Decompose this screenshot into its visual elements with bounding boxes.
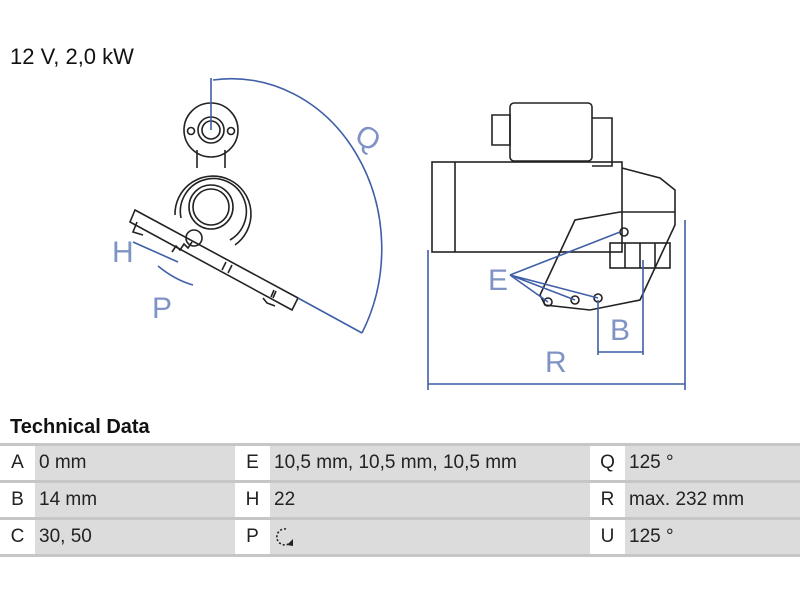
key: Q (590, 443, 625, 482)
key: H (235, 480, 270, 519)
table-row: A 0 mm E 10,5 mm, 10,5 mm, 10,5 mm Q 125… (0, 443, 800, 482)
table-row: C 30, 50 P U 125 ° (0, 517, 800, 557)
technical-data-heading: Technical Data (10, 416, 150, 438)
key: A (0, 443, 35, 482)
key: R (590, 480, 625, 519)
value: 0 mm (35, 443, 235, 482)
value: 30, 50 (35, 517, 235, 557)
label-b: B (610, 314, 630, 347)
value: 125 ° (625, 443, 800, 482)
key: C (0, 517, 35, 557)
value: 10,5 mm, 10,5 mm, 10,5 mm (270, 443, 590, 482)
value: max. 232 mm (625, 480, 800, 519)
value: 22 (270, 480, 590, 519)
key: U (590, 517, 625, 557)
label-r: R (545, 346, 567, 379)
value: 125 ° (625, 517, 800, 557)
starter-motor-drawing: Q H P E B R (112, 77, 686, 390)
angle-dimension-q (132, 77, 383, 334)
table-row: B 14 mm H 22 R max. 232 mm (0, 480, 800, 519)
dimension-lines (427, 220, 686, 390)
technical-data-table: A 0 mm E 10,5 mm, 10,5 mm, 10,5 mm Q 125… (0, 443, 800, 557)
side-view (431, 102, 676, 311)
rotation-direction-icon (276, 528, 293, 546)
value (270, 517, 590, 557)
front-view (128, 102, 300, 312)
key: B (0, 480, 35, 519)
key: E (235, 443, 270, 482)
voltage-power-title: 12 V, 2,0 kW (10, 44, 134, 69)
label-h: H (112, 236, 134, 269)
value: 14 mm (35, 480, 235, 519)
label-e: E (488, 264, 508, 297)
key: P (235, 517, 270, 557)
label-p: P (152, 292, 172, 325)
